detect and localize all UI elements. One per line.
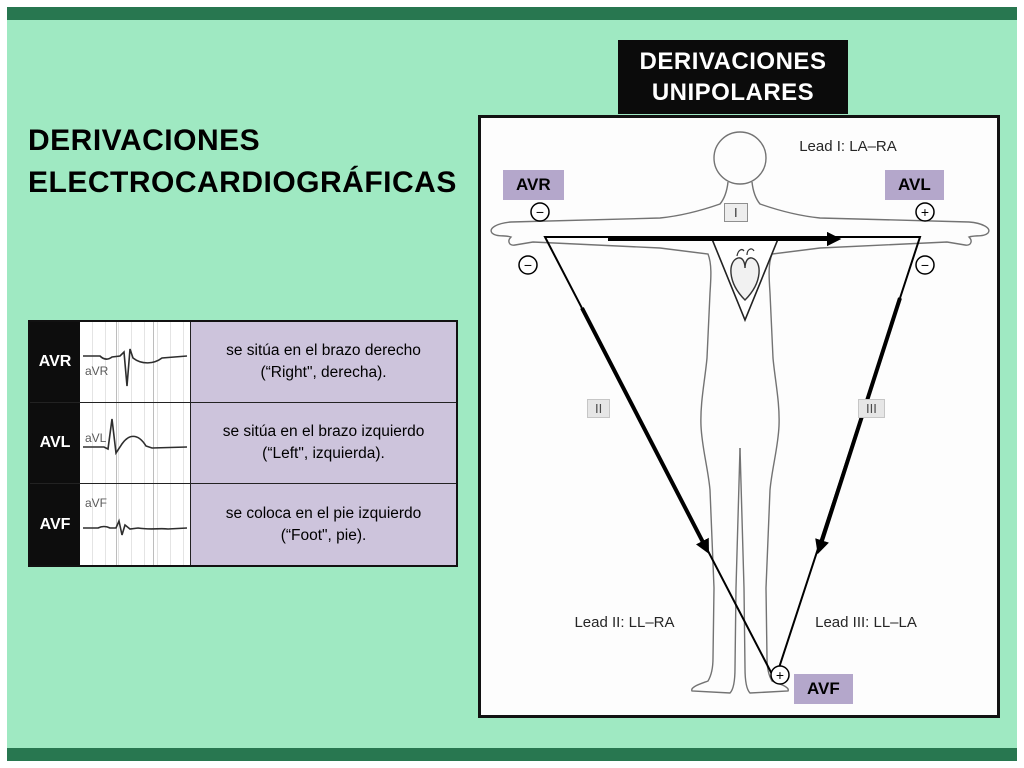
avr-trace-cell: aVR [80,322,190,402]
body-left-outline [490,181,741,694]
einthoven-triangle-figure: − − + − + [490,131,990,694]
title-line2: ELECTROCARDIOGRÁFICAS [28,166,457,199]
avf-waveform [83,518,188,536]
avr-tag: AVR [503,170,564,200]
heart-vessels [736,248,755,257]
left-bottom-minus-circle [518,255,538,275]
avl-row-label: AVL [30,403,80,483]
avl-description: se sitúa en el brazo izquierdo (“Left", … [190,403,456,483]
avf-tag: AVF [794,674,853,704]
right-bottom-minus-sign: − [921,257,929,273]
table-row-avf: AVF aVF se coloca en el pie izquierdo (“… [30,484,456,565]
right-bottom-minus-circle [915,255,935,275]
unipolar-line1: DERIVACIONES [639,48,827,75]
left-bottom-minus-sign: − [524,257,532,273]
heart-icon [730,257,760,301]
avl-waveform [83,418,188,456]
avr-desc-line2: (“Right", derecha). [260,364,387,381]
head-outline [713,131,767,185]
avf-row-label: AVF [30,484,80,565]
page-title: DERIVACIONES ELECTROCARDIOGRÁFICAS [28,120,457,204]
augmented-leads-table: AVR aVR se sitúa en el brazo derecho (“R… [28,320,458,567]
title-line1: DERIVACIONES [28,124,261,157]
right-top-plus-circle [915,202,935,222]
lead-ii-label: Lead II: LL–RA [574,614,675,631]
left-top-minus-sign: − [536,204,544,220]
avr-desc-line1: se sitúa en el brazo derecho [226,342,421,359]
avl-trace-label: aVL [85,431,107,445]
bottom-plus-circle [770,665,790,685]
bottom-plus-sign: + [776,667,784,683]
avf-desc-line1: se coloca en el pie izquierdo [225,504,422,522]
avf-desc-line2: (“Foot", pie). [280,526,367,544]
bottom-green-bar [7,748,1017,761]
avf-description: se coloca en el pie izquierdo (“Foot", p… [190,484,456,565]
einthoven-diagram-panel: − − + − + Lead I: LA–RA Lead II: LL–RA L… [478,115,1000,718]
avl-trace-cell: aVL [80,403,190,483]
lead-iii-label: Lead III: LL–LA [815,614,917,631]
unipolar-header-box: DERIVACIONES UNIPOLARES [618,40,848,114]
top-green-bar [7,7,1017,20]
unipolar-line2: UNIPOLARES [651,79,815,106]
roman-numeral-ii: II [587,399,611,418]
lead-iii-arrow [815,297,902,555]
avr-row-label: AVR [30,322,80,402]
chest-triangle [710,238,780,323]
lead-ii-arrow [580,307,709,554]
avl-desc-line2: (“Left", izquierda). [262,445,385,462]
polarity-signs: − − + − + [518,202,935,685]
table-row-avl: AVL aVL se sitúa en el brazo izquierdo (… [30,403,456,484]
roman-numeral-iii: III [858,399,885,418]
avf-trace-cell: aVF [80,484,190,565]
avr-waveform [83,348,188,387]
left-top-minus-circle [530,202,550,222]
right-top-plus-sign: + [921,204,929,220]
table-row-avr: AVR aVR se sitúa en el brazo derecho (“R… [30,322,456,403]
roman-numeral-i: I [724,203,748,222]
avr-trace-label: aVR [85,364,109,378]
avr-description: se sitúa en el brazo derecho (“Right", d… [190,322,456,402]
avl-tag: AVL [885,170,944,200]
avl-desc-line1: se sitúa en el brazo izquierdo [222,423,425,440]
avf-trace-label: aVF [85,496,108,510]
lead-i-label: Lead I: LA–RA [799,138,897,155]
